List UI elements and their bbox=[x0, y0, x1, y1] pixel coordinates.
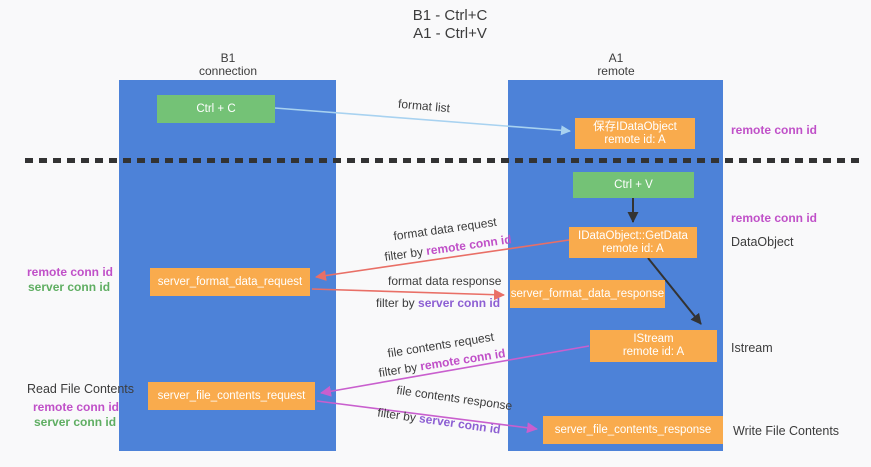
read-file-contents-label: Read File Contents bbox=[27, 382, 135, 396]
column-b1-name: B1 bbox=[220, 51, 236, 65]
filter-by-text: filter by bbox=[377, 359, 422, 380]
left-server-conn-id-mid-label: server conn id bbox=[28, 280, 111, 294]
getdata-line1: IDataObject::GetData bbox=[578, 229, 688, 242]
filter-by-text: filter by bbox=[376, 405, 421, 426]
getdata-node: IDataObject::GetData remote id: A bbox=[569, 227, 697, 258]
server-file-contents-response-node: server_file_contents_response bbox=[543, 416, 723, 444]
column-header-a1: A1 remote bbox=[556, 52, 676, 78]
left-remote-conn-id-mid-label: remote conn id bbox=[27, 265, 114, 279]
filter-by-text: filter by bbox=[383, 244, 428, 264]
ctrl-c-label: Ctrl + C bbox=[196, 102, 236, 115]
dataobject-label: DataObject bbox=[731, 235, 794, 249]
server-file-contents-response-label: server_file_contents_response bbox=[554, 423, 712, 436]
filter-by-server-conn-id-label-1: filter by server conn id bbox=[376, 296, 500, 310]
format-list-label: format list bbox=[397, 96, 451, 116]
format-data-response-label: format data response bbox=[388, 274, 502, 288]
server-file-contents-request-label: server_file_contents_request bbox=[157, 389, 306, 402]
server-format-data-request-label: server_format_data_request bbox=[157, 275, 303, 288]
format-data-response-arrow bbox=[311, 288, 505, 301]
right-remote-conn-id-mid-label: remote conn id bbox=[731, 211, 818, 225]
filter-by-text: filter by bbox=[376, 296, 419, 310]
write-file-contents-label: Write File Contents bbox=[733, 424, 840, 438]
column-a1-name: A1 bbox=[608, 51, 624, 65]
server-file-contents-request-node: server_file_contents_request bbox=[148, 382, 315, 410]
istream-line2: remote id: A bbox=[622, 346, 685, 358]
file-contents-response-label: file contents response bbox=[395, 382, 514, 414]
filter-by-server-conn-id-label-2: filter by server conn id bbox=[377, 405, 502, 436]
title-line-1: B1 - Ctrl+C bbox=[412, 7, 488, 24]
right-remote-conn-id-top-label: remote conn id bbox=[731, 123, 818, 137]
column-a1-subtitle: remote bbox=[597, 64, 635, 78]
server-format-data-response-node: server_format_data_response bbox=[510, 280, 665, 308]
left-server-conn-id-bottom-label: server conn id bbox=[34, 415, 117, 429]
column-b1-subtitle: connection bbox=[198, 64, 258, 78]
getdata-line2: remote id: A bbox=[602, 242, 664, 255]
save-idataobject-line1: 保存IDataObject bbox=[593, 120, 677, 133]
save-idataobject-node: 保存IDataObject remote id: A bbox=[575, 118, 695, 149]
diagram-title: B1 - Ctrl+C A1 - Ctrl+V bbox=[30, 7, 870, 43]
ctrl-v-node: Ctrl + V bbox=[573, 172, 694, 198]
server-conn-id-text: server conn id bbox=[418, 411, 502, 437]
session-separator-dashed-line bbox=[25, 158, 860, 163]
istream-line1: IStream bbox=[633, 333, 674, 345]
left-remote-conn-id-bottom-label: remote conn id bbox=[33, 400, 120, 414]
istream-side-label: Istream bbox=[731, 341, 773, 355]
save-idataobject-line2: remote id: A bbox=[604, 133, 666, 146]
server-format-data-response-label: server_format_data_response bbox=[510, 287, 665, 300]
title-line-2: A1 - Ctrl+V bbox=[413, 25, 487, 42]
column-header-b1: B1 connection bbox=[168, 52, 288, 78]
server-format-data-request-node: server_format_data_request bbox=[150, 268, 310, 296]
istream-node: IStream remote id: A bbox=[590, 330, 717, 362]
ctrl-v-label: Ctrl + V bbox=[614, 178, 653, 191]
ctrl-c-node: Ctrl + C bbox=[157, 95, 275, 123]
server-conn-id-text: server conn id bbox=[418, 296, 501, 310]
